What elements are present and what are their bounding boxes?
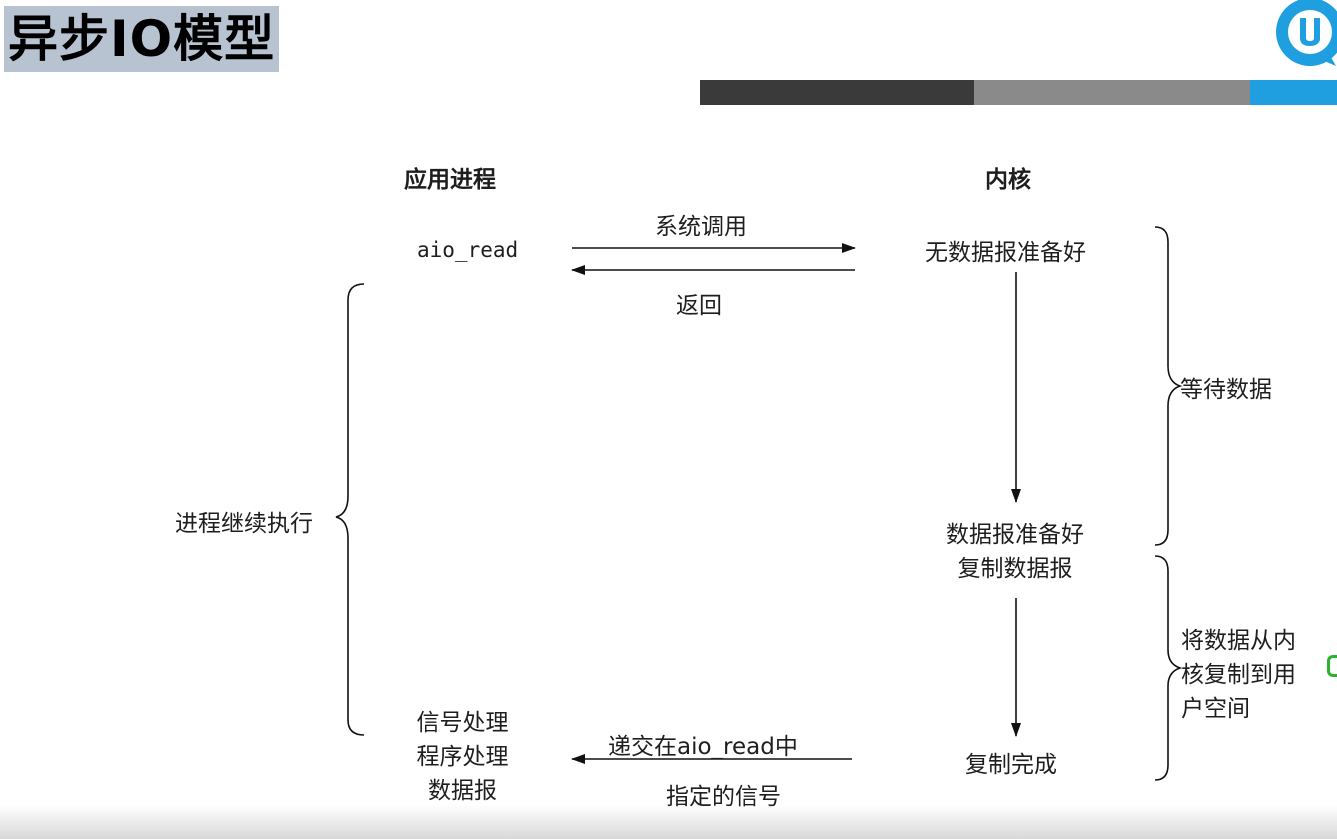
header-bar-dark — [700, 80, 974, 105]
syscall-label: 系统调用 — [655, 214, 747, 240]
signal-handler: 信号处理 程序处理 数据报 — [400, 706, 525, 808]
wait-brace — [1154, 226, 1183, 546]
copy-phase-label: 将数据从内 核复制到用 户空间 — [1181, 624, 1296, 726]
copy-phase-line-3: 户空间 — [1181, 696, 1250, 722]
green-bracket-icon — [1327, 655, 1337, 677]
kernel-copy-done: 复制完成 — [965, 752, 1057, 778]
continue-label: 进程继续执行 — [175, 511, 313, 537]
signal-label-line-1: 递交在aio_read中 — [608, 734, 798, 760]
bottom-shadow — [0, 805, 1337, 839]
copy-phase-line-2: 核复制到用 — [1181, 662, 1296, 688]
signal-handler-line-2: 程序处理 — [416, 744, 509, 770]
kernel-ready-line-2: 复制数据报 — [957, 556, 1073, 582]
continue-brace — [335, 283, 365, 736]
logo-icon — [1276, 0, 1337, 66]
app-column-header: 应用进程 — [404, 167, 496, 193]
signal-handler-line-1: 信号处理 — [416, 710, 509, 736]
kernel-ready: 数据报准备好 复制数据报 — [935, 518, 1095, 586]
return-label: 返回 — [676, 293, 722, 319]
aio-read-call: aio_read — [417, 238, 519, 262]
wait-phase-label: 等待数据 — [1180, 377, 1272, 403]
kernel-ready-line-1: 数据报准备好 — [946, 522, 1084, 548]
page-title: 异步IO模型 — [4, 6, 280, 72]
signal-handler-line-3: 数据报 — [428, 778, 497, 804]
header-bar-blue — [1250, 80, 1337, 105]
copy-brace — [1154, 555, 1183, 781]
copy-phase-line-1: 将数据从内 — [1181, 628, 1296, 654]
kernel-not-ready: 无数据报准备好 — [925, 240, 1086, 266]
kernel-column-header: 内核 — [985, 167, 1031, 193]
header-bar-gray — [974, 80, 1250, 105]
